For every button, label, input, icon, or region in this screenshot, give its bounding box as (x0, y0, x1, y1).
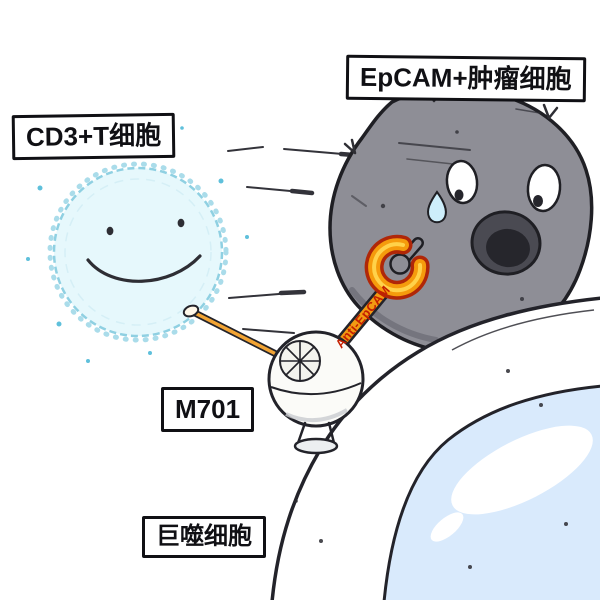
cd3-binding-pad (182, 304, 200, 318)
tumor-shading (349, 287, 439, 343)
epcam-knob-head (389, 253, 411, 275)
t-cell-eye-right (177, 218, 185, 228)
t-cell-inner-texture (64, 178, 212, 326)
tumor-tear (427, 190, 447, 224)
m701-foot-base (293, 437, 339, 455)
t-cell-smile (86, 254, 202, 283)
t-cell-body (52, 166, 224, 338)
cd3-arm (191, 310, 280, 357)
t-cell-label: CD3+T细胞 (11, 112, 176, 160)
t-cell-eye-left (106, 226, 114, 236)
tumor-mouth-inner (486, 228, 530, 268)
m701-seam (270, 382, 362, 396)
macrophage-highlight-small (430, 512, 464, 542)
macrophage-highlight (451, 425, 593, 515)
tumor-pupil-right (533, 195, 543, 207)
m701-foot-legs (296, 421, 336, 445)
macrophage-speckles (294, 369, 568, 569)
m701-pinwheel-spokes (280, 341, 320, 381)
t-cell-fluff-rim (47, 161, 229, 343)
macrophage-label: 巨噬细胞 (142, 516, 266, 558)
tumor-cell-label: EpCAM+肿瘤细胞 (345, 54, 586, 102)
m701-sphere (267, 330, 365, 428)
macrophage (270, 296, 600, 600)
clamp-inner-glow (372, 242, 423, 293)
tumor-pupil-left (454, 189, 464, 201)
speckles-blue (26, 126, 249, 363)
macrophage-rim-line (451, 309, 595, 351)
m701-shadow (285, 408, 349, 423)
anti-epcam-arm (336, 285, 390, 348)
m701-label: M701 (161, 387, 255, 432)
tumor-eye-left (445, 159, 479, 205)
t-cell (47, 161, 229, 343)
